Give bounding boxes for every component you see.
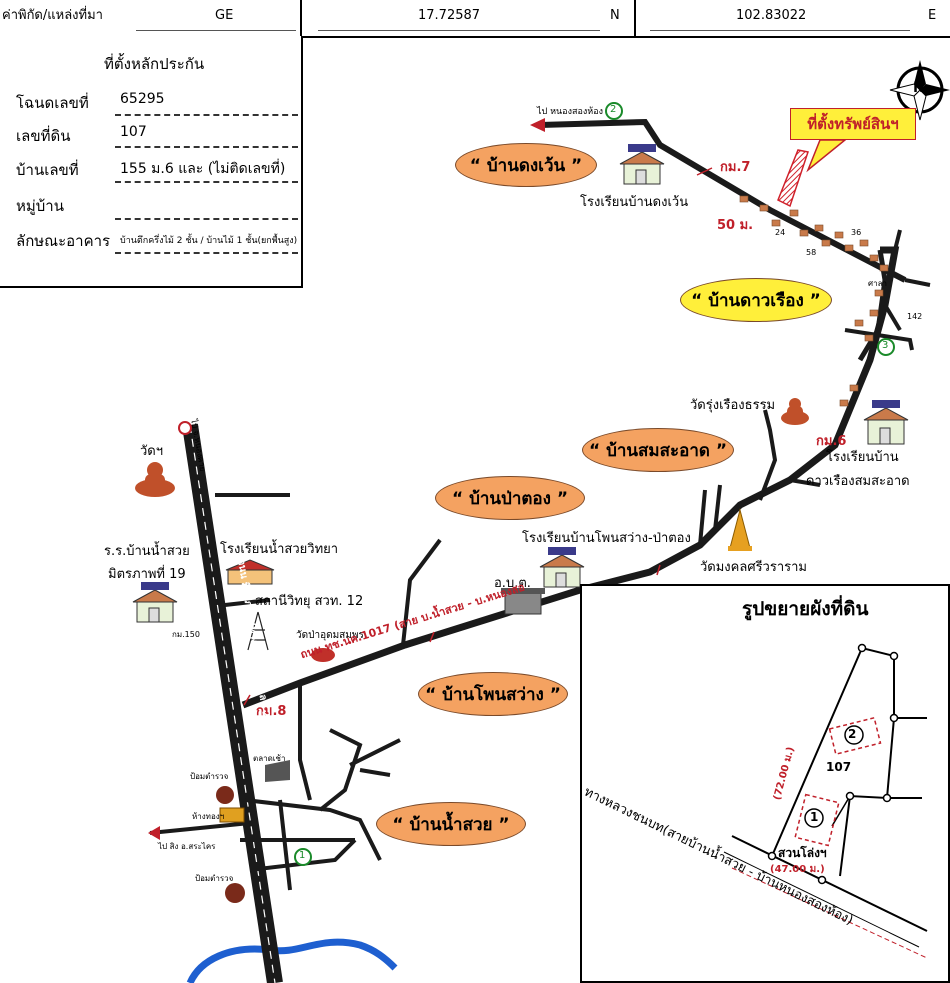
inset-plot-1: 1 bbox=[810, 810, 819, 824]
label-num-24: 24 bbox=[775, 228, 786, 237]
market-icon bbox=[265, 760, 290, 782]
village-som-sa-at: “ บ้านสมสะอาด ” bbox=[582, 428, 734, 472]
police-box-icon bbox=[216, 786, 234, 804]
temple-icons bbox=[135, 398, 809, 662]
label-50m: 50 ม. bbox=[717, 218, 754, 233]
label-to-sakhrai: ไป สิง อ.สระไคร bbox=[158, 842, 216, 851]
property-info-box: ที่ตั้งหลักประกัน โฉนดเลขที่ 65295 เลขที… bbox=[0, 36, 303, 288]
house-no-label: บ้านเลขที่ bbox=[16, 161, 79, 179]
inset-parcel-number: 107 bbox=[826, 760, 852, 774]
label-gold-shop: ห้างทองฯ bbox=[192, 812, 225, 821]
village-label: หมู่บ้าน bbox=[16, 197, 64, 215]
label-wat-top: วัดฯ bbox=[140, 444, 164, 459]
label-school-nam-suai-2: มิตรภาพที่ 19 bbox=[108, 567, 186, 582]
label-school-phon-sawang: โรงเรียนบ้านโพนสว่าง-ป่าตอง bbox=[522, 531, 691, 546]
label-wat-mongkhon: วัดมงคลศรีวราราม bbox=[700, 560, 807, 575]
label-school-nam-suai-1: ร.ร.บ้านน้ำสวย bbox=[104, 544, 190, 559]
village-dao-rueang: “ บ้านดาวเรือง ” bbox=[680, 278, 832, 322]
inset-plot-2: 2 bbox=[848, 727, 857, 741]
label-num-142: 142 bbox=[907, 312, 923, 321]
compass-north-letter: N bbox=[913, 80, 925, 96]
inset-plot-map: รูปขยายผังที่ดิน 2 1 107 (72.00 ม.) (47.… bbox=[580, 584, 950, 983]
label-school-nam-suai-witthaya: โรงเรียนน้ำสวยวิทยา bbox=[220, 542, 339, 557]
label-radio-station: สถานีวิทยุ สวท. 12 bbox=[255, 594, 364, 609]
label-school-dao-rueang-2: ดาวเรืองสมสะอาด bbox=[806, 474, 910, 489]
police-box-icon-2 bbox=[225, 883, 245, 903]
village-nam-suai: “ บ้านน้ำสวย ” bbox=[376, 802, 526, 846]
inset-title: รูปขยายผังที่ดิน bbox=[742, 598, 869, 620]
inset-garden-label: สวนโล่งฯ bbox=[778, 846, 827, 860]
label-obt: อ.บ.ต. bbox=[494, 576, 531, 591]
label-school-dao-rueang-1: โรงเรียนบ้าน bbox=[826, 450, 899, 465]
property-callout: ที่ตั้งทรัพย์สินฯ bbox=[790, 108, 916, 140]
coordinate-label: ค่าพิกัด/แหล่งที่มา bbox=[2, 8, 103, 23]
label-school-dong-wen: โรงเรียนบ้านดงเว้น bbox=[580, 195, 689, 210]
legend-text: ที่ตั้งหลักประกัน bbox=[104, 55, 205, 73]
gold-shop-icon bbox=[219, 807, 245, 823]
label-to-nong-song-hong: ไป หนองสองห้อง bbox=[537, 107, 604, 117]
inset-dim-47: (47.00 ม.) bbox=[770, 864, 825, 875]
route-marker-2: 2 bbox=[610, 104, 617, 115]
label-sala: ศาลา bbox=[868, 279, 887, 288]
village-phon-sawang: “ บ้านโพนสว่าง ” bbox=[418, 672, 568, 716]
road-dong-wen bbox=[539, 118, 907, 283]
label-num-58: 58 bbox=[806, 248, 817, 257]
longitude-dir: E bbox=[928, 8, 937, 23]
label-km6: กม.6 bbox=[816, 434, 847, 449]
compass-icon bbox=[889, 60, 950, 121]
radio-tower-icon bbox=[247, 611, 269, 651]
latitude-dir: N bbox=[610, 8, 620, 23]
label-market: ตลาดเช้า bbox=[253, 754, 286, 763]
building-type-value: บ้านตึกครึ่งไม้ 2 ชั้น / บ้านไม้ 1 ชั้น(… bbox=[120, 236, 298, 246]
route-marker-3: 3 bbox=[882, 340, 889, 351]
label-police-1: ป้อมตำรวจ bbox=[190, 772, 229, 781]
river bbox=[186, 938, 398, 983]
land-no-value: 107 bbox=[120, 124, 147, 140]
label-wat-rung-rueang: วัดรุ่งเรืองธรรม bbox=[690, 398, 776, 413]
label-wat-pa: วัดป่าอุดมสมพร bbox=[296, 630, 364, 641]
longitude-value: 102.83022 bbox=[736, 8, 807, 23]
latitude-value: 17.72587 bbox=[418, 8, 481, 23]
label-km8: กม.8 bbox=[256, 704, 287, 719]
label-police-2: ป้อมตำรวจ bbox=[195, 874, 234, 883]
title-deed-label: โฉนดเลขที่ bbox=[16, 94, 89, 112]
label-km150: กม.150 bbox=[172, 630, 200, 639]
house-no-value: 155 ม.6 และ (ไม่ติดเลขที่) bbox=[120, 161, 286, 177]
property-site-mark bbox=[777, 149, 809, 208]
land-no-label: เลขที่ดิน bbox=[16, 127, 71, 145]
route-markers bbox=[294, 102, 895, 866]
label-num-36: 36 bbox=[851, 228, 862, 237]
coordinate-source: GE bbox=[215, 8, 234, 23]
building-type-label: ลักษณะอาคาร bbox=[16, 232, 111, 250]
label-km7: กม.7 bbox=[720, 160, 751, 175]
route-marker-1: 1 bbox=[299, 850, 306, 861]
village-dong-wen: “ บ้านดงเว้น ” bbox=[455, 143, 597, 187]
village-pa-tong: “ บ้านป่าตอง ” bbox=[435, 476, 585, 520]
school-icons bbox=[132, 144, 909, 623]
coordinate-header: ค่าพิกัด/แหล่งที่มา GE 17.72587 N 102.83… bbox=[0, 0, 950, 38]
title-deed-value: 65295 bbox=[120, 91, 165, 107]
